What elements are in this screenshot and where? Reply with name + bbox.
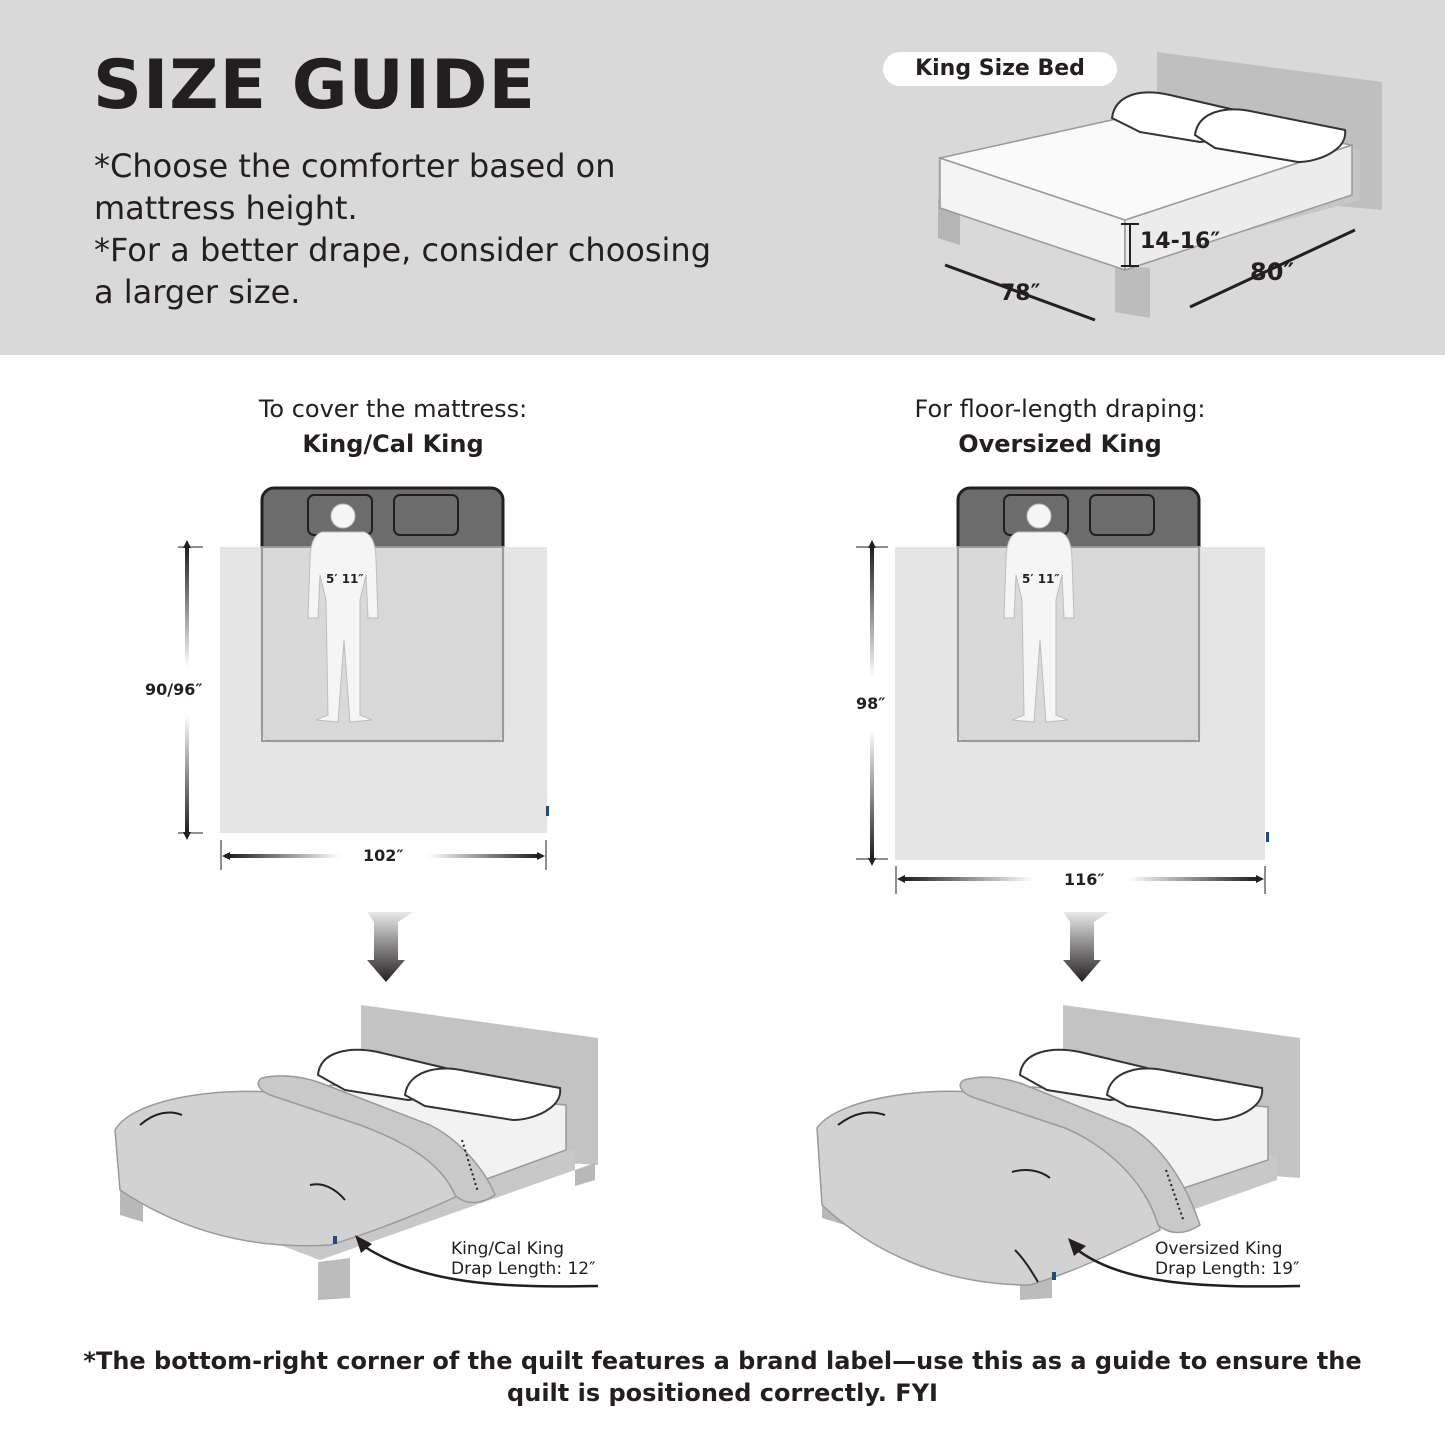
footer-line: *The bottom-right corner of the quilt fe… (83, 1347, 1362, 1375)
right-drape-line: Oversized King (1155, 1239, 1283, 1259)
left-heading: To cover the mattress: (258, 395, 528, 423)
intro-line: *Choose the comforter based on (94, 147, 616, 185)
left-bed-with-quilt (114, 1005, 599, 1300)
page-title: SIZE GUIDE (93, 46, 536, 125)
right-vertical-dim: 98″ (856, 694, 886, 713)
king-bed-illustration (937, 52, 1382, 322)
left-person-height: 5′ 11″ (326, 572, 364, 586)
intro-line: a larger size. (94, 273, 301, 311)
right-bed-with-quilt (816, 1005, 1301, 1300)
right-drape-note: Oversized King Drap Length: 19″ (1155, 1239, 1299, 1279)
bed-size-label: King Size Bed (883, 52, 1117, 86)
intro-line: mattress height. (94, 189, 358, 227)
right-layout-diagram (856, 486, 1269, 982)
left-drape-line: Drap Length: 12″ (451, 1259, 596, 1279)
bed-length-dim: 80″ (1250, 258, 1295, 286)
left-vertical-dim: 90/96″ (145, 680, 203, 699)
right-drape-line: Drap Length: 19″ (1155, 1259, 1300, 1279)
footer-line: quilt is positioned correctly. FYI (507, 1379, 938, 1407)
footer-note: *The bottom-right corner of the quilt fe… (60, 1345, 1385, 1409)
left-layout-diagram (178, 486, 549, 982)
right-size-name: Oversized King (958, 430, 1162, 458)
left-drape-note: King/Cal King Drap Length: 12″ (451, 1239, 595, 1279)
left-size-name: King/Cal King (302, 430, 484, 458)
bed-width-dim: 78″ (1000, 281, 1041, 306)
left-horizontal-dim: 102″ (363, 846, 404, 865)
left-heading-block: To cover the mattress: King/Cal King (133, 392, 653, 462)
right-horizontal-dim: 116″ (1064, 870, 1105, 889)
right-person-height: 5′ 11″ (1022, 572, 1060, 586)
mattress-height-dim: 14-16″ (1140, 229, 1221, 254)
intro-line: *For a better drape, consider choosing (94, 231, 712, 269)
right-heading-block: For floor-length draping: Oversized King (800, 392, 1320, 462)
right-heading: For floor-length draping: (914, 395, 1206, 423)
left-drape-line: King/Cal King (451, 1239, 565, 1259)
intro-notes: *Choose the comforter based on mattress … (94, 145, 711, 313)
